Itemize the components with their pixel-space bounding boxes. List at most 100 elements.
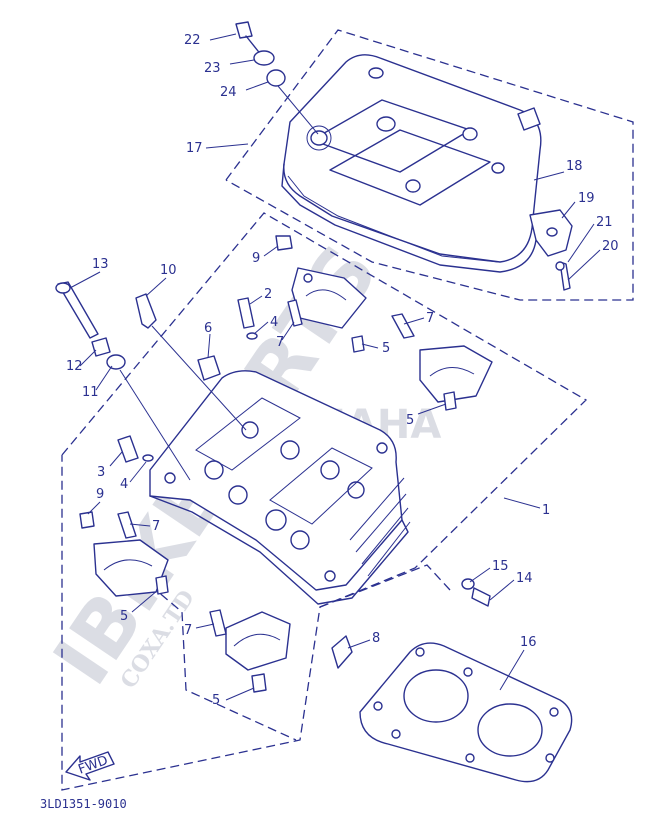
bolt-7-right (391, 313, 415, 339)
leader-11 (95, 365, 113, 391)
cam-cap-upper-bolt-hole (303, 273, 313, 283)
cover-breather-nipple (517, 107, 541, 131)
callout-7b: 7 (426, 311, 434, 326)
gasket-hole-4 (549, 707, 559, 717)
gasket-hole-1 (373, 701, 383, 711)
small-parts (55, 235, 491, 693)
callout-24: 24 (220, 85, 237, 100)
bolt-7-lower (209, 609, 227, 637)
callout-17: 17 (186, 141, 203, 156)
fwd-arrow: FWD (65, 751, 115, 781)
bolt-7-upper (287, 299, 303, 327)
leader-9a (263, 245, 279, 257)
leader-12 (79, 349, 97, 367)
leader-14 (489, 579, 515, 601)
spark-plug-axis (151, 325, 247, 431)
head-deck (149, 495, 409, 605)
chain-guide-8 (331, 635, 353, 669)
head-fin-3 (361, 507, 409, 565)
callout-14: 14 (516, 571, 533, 586)
washer-4-lower (142, 454, 154, 462)
cylinder-head-cover (281, 54, 542, 273)
spark-plug-10 (135, 293, 157, 329)
cover-flange (281, 163, 537, 273)
cover-bolt-22 (235, 21, 253, 39)
leader-17 (205, 143, 249, 149)
callout-5b: 5 (406, 413, 414, 428)
leader-8 (347, 639, 371, 649)
leader-5c (131, 589, 159, 613)
leader-3 (109, 451, 123, 467)
stud-axis (119, 369, 191, 481)
bolt-7-left (117, 511, 137, 539)
callout-9a: 9 (252, 251, 260, 266)
leader-20 (567, 249, 601, 281)
cover-assembly-boundary (225, 29, 634, 301)
leader-18 (533, 171, 565, 181)
callout-22: 22 (184, 33, 201, 48)
stud-13-head (55, 282, 71, 294)
sensor-hole (546, 227, 558, 237)
leader-7c (129, 523, 151, 527)
callout-7c: 7 (152, 519, 160, 534)
cover-body (283, 54, 542, 263)
sensor-bracket (529, 209, 573, 291)
leader-7a (281, 321, 295, 341)
head-valley-2 (269, 447, 373, 525)
callout-21: 21 (596, 215, 613, 230)
grommet-24 (266, 69, 286, 87)
leader-lines (69, 33, 601, 701)
gasket-hole-5 (545, 753, 555, 763)
callout-19: 19 (578, 191, 595, 206)
dowel-5-left (155, 575, 169, 595)
bolt-14 (471, 587, 491, 607)
leader-1 (503, 497, 541, 509)
leader-22 (209, 33, 237, 41)
diagram-code: 3LD1351-9010 (40, 797, 127, 811)
callout-9b: 9 (96, 487, 104, 502)
cam-cap-lower (225, 611, 291, 671)
callout-11: 11 (82, 385, 99, 400)
cam-journal-7 (320, 460, 340, 480)
leader-24 (245, 81, 269, 91)
plug-9-lower (79, 511, 95, 529)
cover-hole-4 (405, 179, 421, 193)
leader-15 (469, 567, 491, 583)
callout-3: 3 (97, 465, 105, 480)
callout-1: 1 (542, 503, 550, 518)
leader-9b (87, 501, 101, 515)
callout-8: 8 (372, 631, 380, 646)
cam-cap-upper-arc (305, 289, 347, 301)
head-bolt-boss-2 (324, 570, 336, 582)
callout-7a: 7 (276, 335, 284, 350)
head-bolt-boss-1 (164, 472, 176, 484)
leader-5a (361, 343, 379, 349)
cam-journal-6 (280, 440, 300, 460)
callout-12: 12 (66, 359, 83, 374)
cover-hole-6 (491, 162, 505, 174)
leader-6 (207, 333, 211, 359)
leader-5b (417, 403, 447, 415)
assembly-boundaries (61, 29, 634, 791)
gasket-outline (359, 642, 573, 783)
head-valley-1 (195, 397, 301, 471)
lower-subassembly-boundary (149, 584, 297, 741)
cam-journal-5 (241, 421, 259, 439)
cover-grommet-ring (306, 125, 332, 151)
dowel-5-right (443, 391, 457, 411)
leader-10 (145, 277, 167, 297)
cover-hole-1 (368, 67, 384, 79)
callout-4a: 4 (270, 315, 278, 330)
washer-4-upper (246, 332, 258, 340)
callout-13: 13 (92, 257, 109, 272)
cover-hole-3 (462, 127, 478, 141)
leader-19 (561, 201, 576, 219)
callout-6: 6 (204, 321, 212, 336)
head-gasket (359, 642, 573, 783)
cover-rib-2 (329, 129, 491, 206)
callout-2: 2 (264, 287, 272, 302)
callout-23: 23 (204, 61, 221, 76)
cam-cap-upper (291, 267, 367, 329)
callout-15: 15 (492, 559, 509, 574)
fwd-arrow-shape (65, 751, 115, 781)
